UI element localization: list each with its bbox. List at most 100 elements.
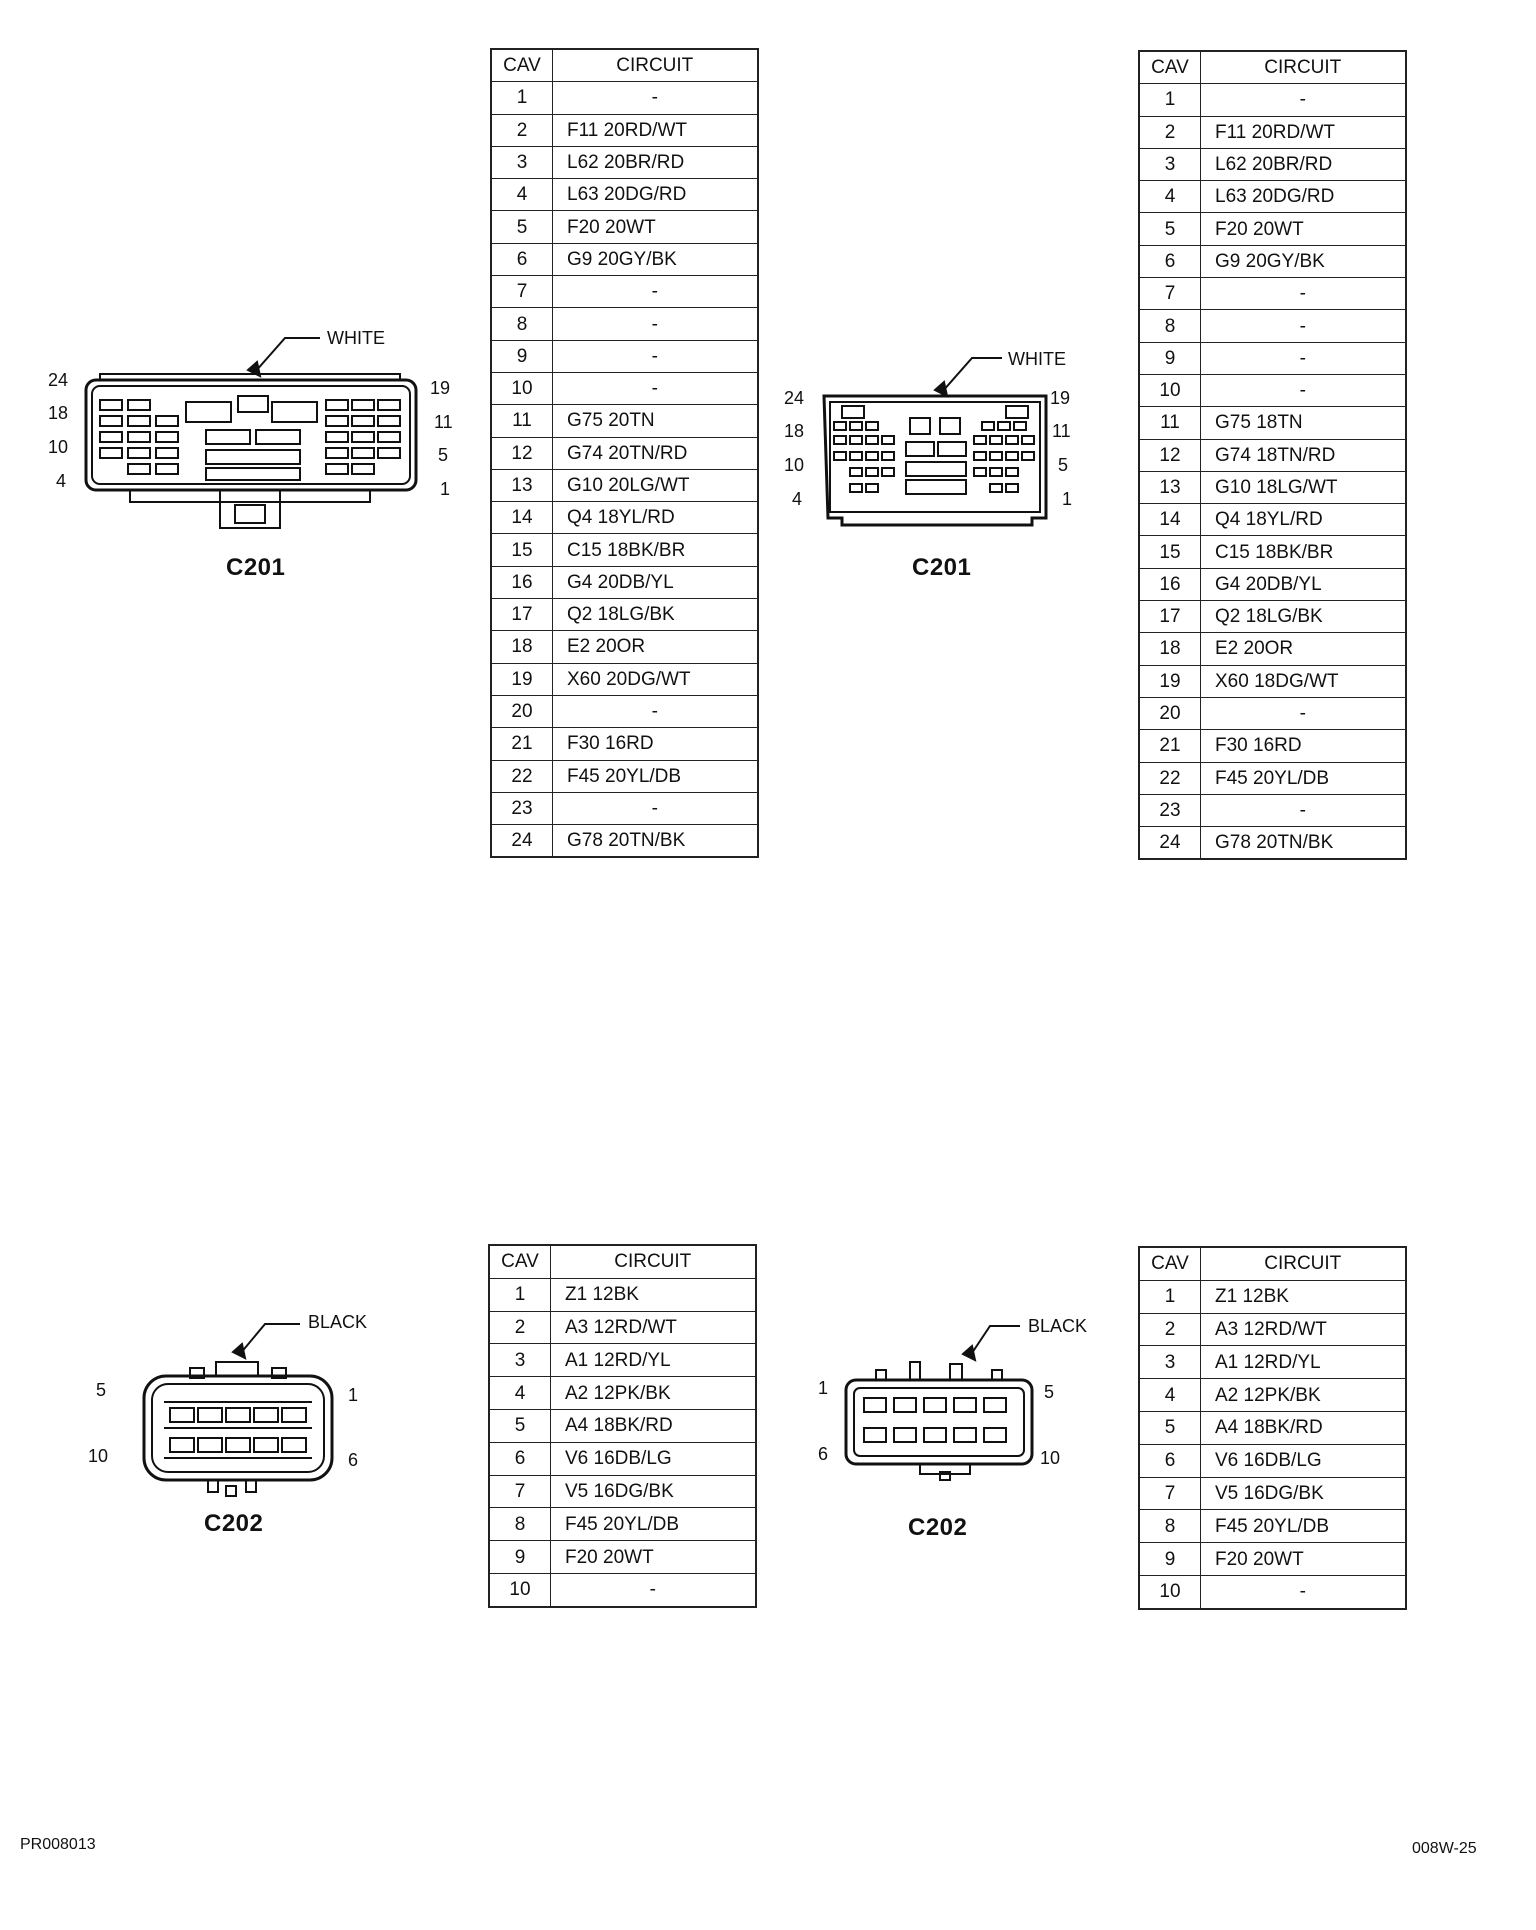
pin-number: 1 [818,1378,829,1398]
pin-number: 5 [438,445,449,465]
circuit-code: - [1200,83,1406,117]
cavity-number: 9 [488,1540,551,1574]
circuit-code: G75 18TN [1200,406,1406,440]
circuit-code: - [552,81,758,115]
circuit-code: Q4 18YL/RD [1200,503,1406,537]
circuit-code: A4 18BK/RD [1200,1410,1406,1445]
circuit-code: E2 20OR [1200,632,1406,666]
pin-number: 18 [48,403,69,423]
cavity-number: 6 [1138,1443,1201,1478]
table-row: 8- [1138,309,1406,343]
circuit-code: G4 20DB/YL [552,565,758,600]
cavity-number: 14 [490,501,553,535]
cavity-number: 4 [488,1376,551,1410]
circuit-code: C15 18BK/BR [1200,535,1406,569]
cavity-number: 6 [488,1441,551,1476]
circuit-code: G75 20TN [552,404,758,438]
connector-name: C201 [226,554,286,581]
table-row: 20- [1138,696,1406,731]
cavity-number: 13 [490,468,553,503]
pin-number: 10 [784,455,805,475]
cavity-number: 16 [490,565,553,600]
table-header-row: CAV CIRCUIT [488,1244,756,1279]
connector-name: C202 [204,1510,264,1537]
circuit-code: G9 20GY/BK [552,242,758,277]
circuit-code: A2 12PK/BK [550,1376,756,1410]
circuit-code: L62 20BR/RD [552,145,758,180]
circuit-code: V6 16DB/LG [1200,1443,1406,1478]
circuit-code: - [550,1572,756,1608]
cavity-number: 16 [1138,567,1201,602]
circuit-code: A3 12RD/WT [550,1310,756,1345]
cavity-number: 2 [1138,115,1201,149]
cavity-number: 8 [488,1507,551,1542]
table-row: 10- [488,1572,756,1608]
cavity-number: 2 [1138,1312,1201,1347]
cavity-number: 21 [1138,729,1201,763]
circuit-code: - [1200,696,1406,731]
circuit-code: Q2 18LG/BK [1200,600,1406,634]
table-row: 10- [1138,373,1406,408]
cavity-number: 5 [1138,212,1201,246]
cavity-number: 8 [1138,309,1201,343]
cavity-number: 22 [1138,761,1201,795]
cavity-number: 5 [490,210,553,244]
cavity-number: 8 [490,307,553,341]
circuit-code: - [1200,1574,1406,1610]
circuit-code: - [552,694,758,729]
cavity-number: 22 [490,759,553,793]
circuit-code: - [1200,793,1406,828]
circuit-code: F20 20WT [552,210,758,244]
circuit-code: - [1200,277,1406,311]
circuit-code: X60 18DG/WT [1200,664,1406,698]
cavity-number: 5 [1138,1410,1201,1445]
connector-name: C201 [912,554,972,581]
cavity-number: 5 [488,1408,551,1443]
cavity-number: 13 [1138,470,1201,505]
pin-number: 1 [1062,489,1073,509]
pin-number: 1 [348,1385,359,1405]
circuit-code: X60 20DG/WT [552,662,758,696]
circuit-code: V6 16DB/LG [550,1441,756,1476]
circuit-code: C15 18BK/BR [552,533,758,567]
pin-number: 1 [440,479,451,499]
table-row: 9- [490,339,758,373]
column-header-cav: CAV [488,1244,551,1279]
circuit-code: G78 20TN/BK [1200,826,1406,860]
cavity-number: 15 [1138,535,1201,569]
cavity-number: 9 [490,339,553,373]
column-header-cav: CAV [490,48,553,83]
cavity-number: 12 [1138,438,1201,472]
cavity-number: 6 [1138,244,1201,279]
pin-number: 4 [792,489,803,509]
connector-color-label: BLACK [1028,1316,1088,1336]
circuit-code: - [1200,309,1406,343]
circuit-code: Q4 18YL/RD [552,501,758,535]
circuit-code: F11 20RD/WT [1200,115,1406,149]
pin-number: 19 [430,378,451,398]
table-row: 23- [490,791,758,826]
